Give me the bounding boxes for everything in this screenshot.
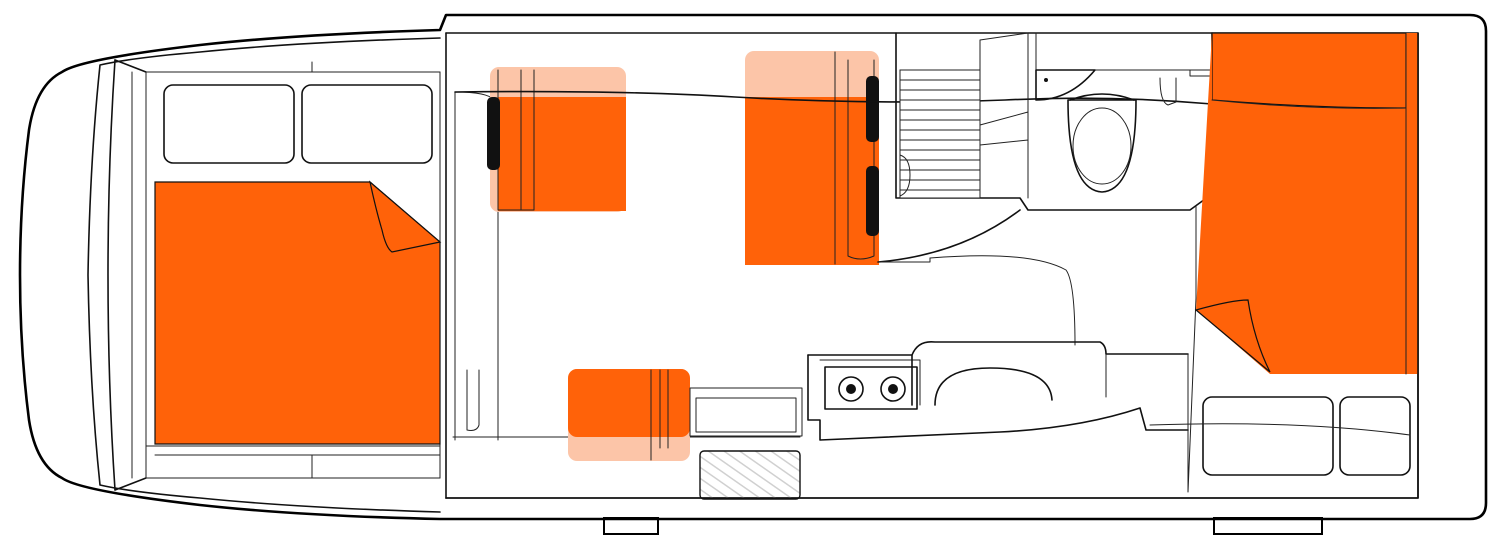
sink-bowl — [934, 367, 1053, 406]
seat-zone-1 — [498, 97, 626, 211]
seat-zone-3 — [568, 369, 690, 437]
rear-seat-cushion-right — [1339, 396, 1411, 476]
vehicle-body-outline — [18, 13, 1488, 521]
seat-zone-2 — [745, 97, 879, 265]
stove-icon — [824, 366, 918, 410]
shower-icon — [899, 69, 981, 199]
front-wheel-top — [603, 517, 659, 535]
front-bed-turned-corner — [369, 180, 442, 253]
rear-seat-cushion-left — [1202, 396, 1334, 476]
windscreen-frame — [87, 37, 441, 513]
rear-bed — [1211, 32, 1407, 109]
dashboard-line — [107, 59, 116, 491]
front-seat-cushion-right — [301, 84, 433, 164]
seatbelt-2b — [866, 166, 879, 236]
front-bed — [154, 181, 441, 445]
entry-step-icon — [699, 450, 801, 500]
rear-bed-body — [1196, 33, 1418, 374]
sink-icon — [1035, 69, 1096, 101]
toilet-icon — [1067, 93, 1137, 193]
seatbelt-2a — [866, 76, 879, 142]
rear-bed-turned-corner — [1194, 299, 1271, 373]
rear-wheel — [1213, 517, 1323, 535]
seatbelt-1 — [487, 97, 500, 170]
front-seat-cushion-left — [163, 84, 295, 164]
